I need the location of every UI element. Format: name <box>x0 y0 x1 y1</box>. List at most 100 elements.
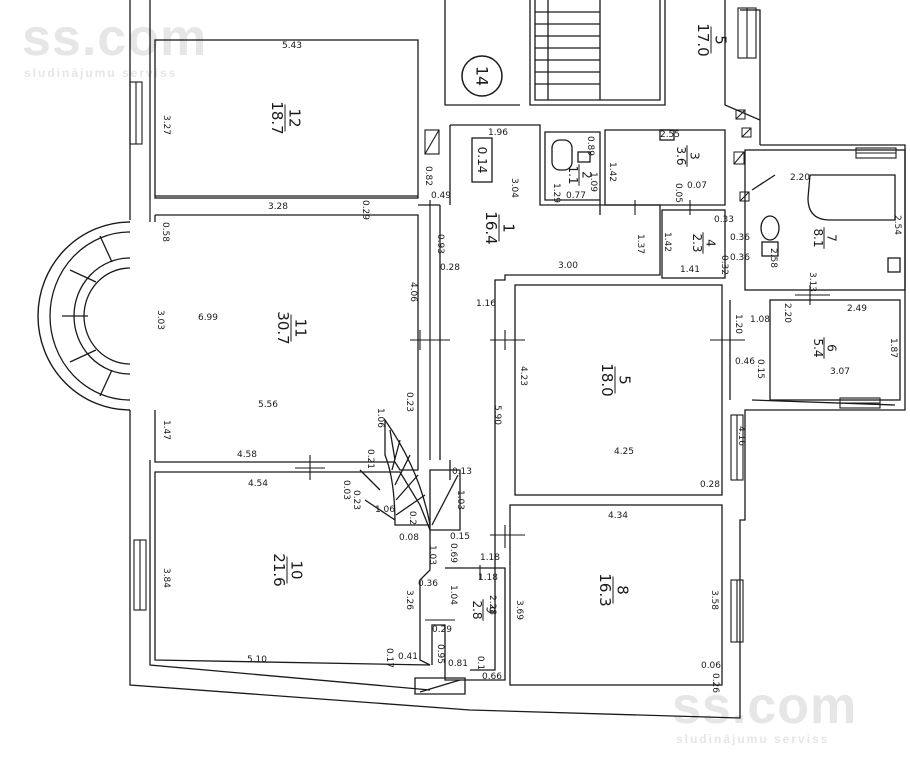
dimension-label: 6.99 <box>198 313 218 323</box>
dimension-label: 1.47 <box>161 420 171 440</box>
room-label: 42.3 <box>690 233 718 252</box>
dimension-label: 0.23 <box>351 490 361 510</box>
dimension-label: 1.20 <box>733 314 743 334</box>
dimension-label: 2.20 <box>782 303 792 323</box>
dimension-label: 5.56 <box>258 400 278 410</box>
dimension-label: 1.16 <box>476 299 496 309</box>
door-marks <box>295 200 830 621</box>
dimension-label: 3.03 <box>155 310 165 330</box>
watermark-logo-bottom: ss.com <box>672 677 858 735</box>
room-3-outline <box>604 129 726 206</box>
room-11-outline <box>154 214 419 471</box>
dimension-label: 0.58 <box>160 222 170 242</box>
dimension-label: 3.27 <box>161 115 171 135</box>
dimension-label: 0.36 <box>418 579 438 589</box>
dimension-label: 1.42 <box>607 162 617 182</box>
room-9-outline <box>431 567 506 681</box>
room-1-outline <box>450 124 661 671</box>
dimension-label: 3.28 <box>268 202 288 212</box>
room-4-outline <box>661 209 726 279</box>
windows <box>129 7 897 643</box>
dimension-label: 2.55 <box>660 130 680 140</box>
dimension-label: 0.95 <box>435 644 445 664</box>
dimension-label: 3.58 <box>709 590 719 610</box>
dimension-label: 1.29 <box>551 183 561 203</box>
dimension-label: 4.58 <box>237 450 257 460</box>
dimension-label: 0.82 <box>423 166 433 186</box>
dimension-label: 0.29 <box>432 625 452 635</box>
dimension-label: 5.90 <box>492 405 502 425</box>
dimension-label: 0.93 <box>435 234 445 254</box>
room-label: 78.1 <box>811 228 839 247</box>
dimension-label: 1.08 <box>750 315 770 325</box>
staircase <box>534 0 661 101</box>
room-10-outline <box>154 471 431 666</box>
dimension-label: 0.77 <box>566 191 586 201</box>
dimension-label: 0.13 <box>452 467 472 477</box>
dimension-label: 1.87 <box>888 338 898 358</box>
dimension-label: 3.13 <box>807 272 817 292</box>
dimension-label: 0.07 <box>687 181 707 191</box>
dimension-label: 0.41 <box>398 652 418 662</box>
dimension-label: 3.00 <box>558 261 578 271</box>
watermark-logo-top: ss.com <box>22 9 208 67</box>
dimension-label: 0.28 <box>700 480 720 490</box>
room-labels: 1218.71130.71021.6116.421.133.642.3517.0… <box>268 23 839 621</box>
dimension-label: 3.07 <box>830 367 850 377</box>
dimension-label: 2.49 <box>847 304 867 314</box>
dimension-label: 0.66 <box>482 672 502 682</box>
dimension-label: 2.58 <box>768 248 778 268</box>
room-label: 65.4 <box>811 338 839 357</box>
small-room-box <box>471 137 493 183</box>
dimension-label: 1.96 <box>488 128 508 138</box>
dimension-label: 0.1 <box>475 656 485 670</box>
dimension-label: 0.06 <box>701 661 721 671</box>
dimension-label: 3.84 <box>161 568 171 588</box>
dimension-label: 1.09 <box>588 172 598 192</box>
plan-marker-label: 14 <box>473 66 492 86</box>
dimension-label: 4.16 <box>736 426 746 446</box>
vent-boxes <box>733 109 752 202</box>
dimension-label: 3.04 <box>509 178 519 198</box>
watermark-tagline-top: sludinājumu serviss <box>24 66 178 80</box>
room-8-outline <box>509 504 723 686</box>
dimension-label: 0.15 <box>755 359 765 379</box>
room-label: 1021.6 <box>270 553 305 586</box>
room-label: 92.8 <box>470 600 498 619</box>
dimension-label: 3.69 <box>514 600 524 620</box>
dimension-label: 0.28 <box>440 263 460 273</box>
dimension-label: 0.89 <box>585 136 595 156</box>
dimension-label: 4.54 <box>248 479 268 489</box>
dimension-label: 5.43 <box>282 41 302 51</box>
room-label: 1218.7 <box>268 101 303 134</box>
dimension-label: 0.26 <box>710 673 720 693</box>
dimension-label: 0.08 <box>399 533 419 543</box>
dimension-label: 0.05 <box>673 183 683 203</box>
dimension-label: 1.41 <box>680 265 700 275</box>
dimension-label: 1.06 <box>375 408 385 428</box>
room-label: 816.3 <box>596 573 631 606</box>
dimension-label: 2.28 <box>487 595 497 615</box>
dimension-label: 5.10 <box>247 655 267 665</box>
room-label: 0.14 <box>475 147 489 174</box>
dimension-label: 0.46 <box>735 357 755 367</box>
dimension-label: 4.34 <box>608 511 628 521</box>
plan-marker: 14 <box>461 55 503 97</box>
dimension-label: 0.69 <box>448 543 458 563</box>
dimension-label: 0.32 <box>719 255 729 275</box>
dimension-label: 1.04 <box>448 585 458 605</box>
dimension-label: 4.23 <box>518 366 528 386</box>
dimension-label: 4.06 <box>408 282 418 302</box>
room-5-outline <box>514 284 723 496</box>
room-label: 116.4 <box>482 211 517 244</box>
dimension-label: 1.18 <box>480 553 500 563</box>
dimension-label: 0.36 <box>730 253 750 263</box>
room-label: 517.0 <box>694 23 729 56</box>
dimension-label: 4.25 <box>614 447 634 457</box>
dimension-label: 0.33 <box>714 215 734 225</box>
dimension-label: 0.23 <box>404 392 414 412</box>
dimension-label: 0.29 <box>360 200 370 220</box>
dimension-label: 1.37 <box>635 234 645 254</box>
